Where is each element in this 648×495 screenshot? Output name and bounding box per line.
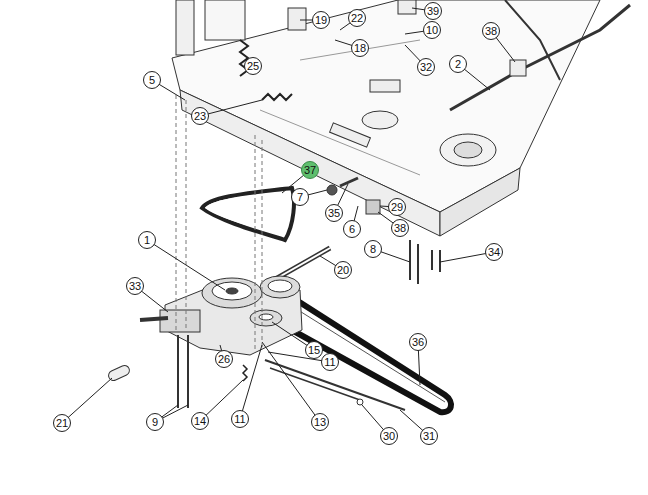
callout-number: 31 — [420, 427, 438, 445]
callout-number: 38 — [391, 219, 409, 237]
callout-number: 25 — [244, 57, 262, 75]
callout-number: 20 — [334, 261, 352, 279]
callout-number: 5 — [143, 71, 161, 89]
callout-number: 18 — [351, 39, 369, 57]
callout-number: 15 — [305, 341, 323, 359]
callout-number: 11 — [321, 353, 339, 371]
callout-number: 19 — [312, 11, 330, 29]
callout-number: 33 — [126, 277, 144, 295]
callout-number: 29 — [388, 198, 406, 216]
callout-number: 1 — [138, 231, 156, 249]
callout-number: 9 — [146, 413, 164, 431]
callout-number: 34 — [485, 243, 503, 261]
callout-number: 37 — [301, 161, 319, 179]
callout-number: 23 — [191, 107, 209, 125]
callout-number: 7 — [291, 188, 309, 206]
callout-number: 2 — [449, 55, 467, 73]
callout-number: 22 — [348, 9, 366, 27]
callout-number: 30 — [380, 427, 398, 445]
callout-number: 26 — [215, 350, 233, 368]
callout-number: 36 — [409, 333, 427, 351]
callout-number: 11 — [231, 410, 249, 428]
callout-number: 38 — [482, 22, 500, 40]
callout-number: 21 — [53, 414, 71, 432]
callout-number: 35 — [325, 204, 343, 222]
callout-number: 8 — [364, 240, 382, 258]
callout-number: 10 — [423, 21, 441, 39]
callout-number: 13 — [311, 413, 329, 431]
callout-number: 39 — [424, 2, 442, 20]
callout-number: 32 — [417, 58, 435, 76]
callout-number: 6 — [343, 220, 361, 238]
callout-number: 14 — [191, 412, 209, 430]
